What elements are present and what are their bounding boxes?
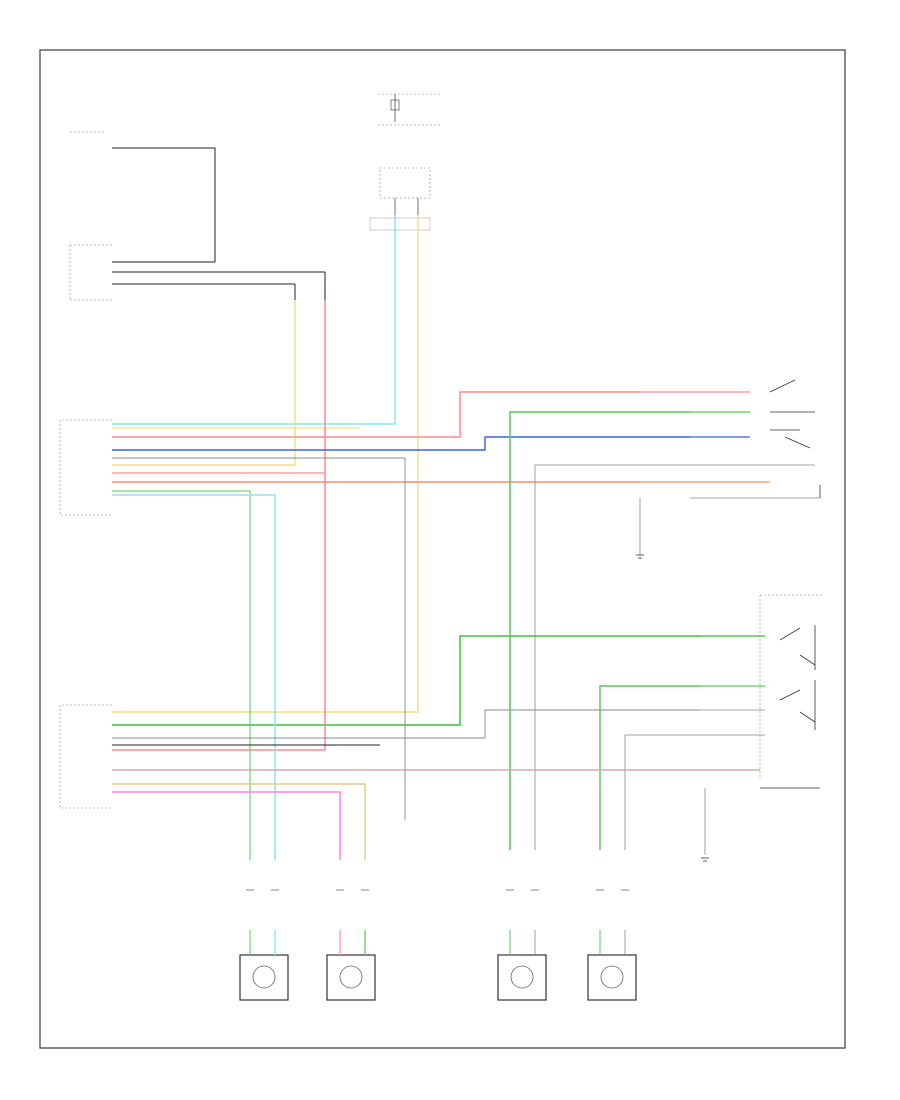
wire-blue-switch xyxy=(112,436,690,451)
wire-gray-upper xyxy=(112,457,406,820)
wire-red-down xyxy=(112,300,326,751)
wire-pink-rf-motor xyxy=(112,791,341,860)
junction-block xyxy=(369,167,431,231)
wire-tan-rf-motor xyxy=(112,783,366,860)
wire-green-rr-switch xyxy=(112,635,700,726)
diagram-frame xyxy=(39,49,846,1049)
motor-left-front xyxy=(239,930,289,1001)
upper-left-module xyxy=(69,131,326,301)
wire-green-lr-motor xyxy=(509,411,690,850)
wire-red-switch xyxy=(112,391,640,438)
wire-green-rr-motor xyxy=(599,685,700,850)
wire-gray-rr-lower xyxy=(624,734,700,850)
left-rear-window-switch xyxy=(640,379,821,499)
wire-gray-lower-1 xyxy=(112,709,700,739)
ground-upper xyxy=(636,554,644,559)
passenger-door-module xyxy=(59,704,112,809)
ground-lower xyxy=(701,857,709,862)
motor-right-front xyxy=(326,930,376,1001)
wire-gray-right xyxy=(534,464,690,850)
wire-light-blue-upper xyxy=(112,215,396,425)
wire-light-blue-lf-motor xyxy=(112,494,276,860)
motor-right-rear xyxy=(587,930,637,1001)
right-rear-window-switch xyxy=(700,594,822,789)
motor-left-rear xyxy=(497,930,547,1001)
wire-yellow-upper xyxy=(112,300,296,466)
wire-yellow-main xyxy=(112,215,419,713)
fuse-block xyxy=(378,93,440,126)
wire-green-lf-motor xyxy=(112,490,251,860)
driver-door-module xyxy=(59,419,112,516)
